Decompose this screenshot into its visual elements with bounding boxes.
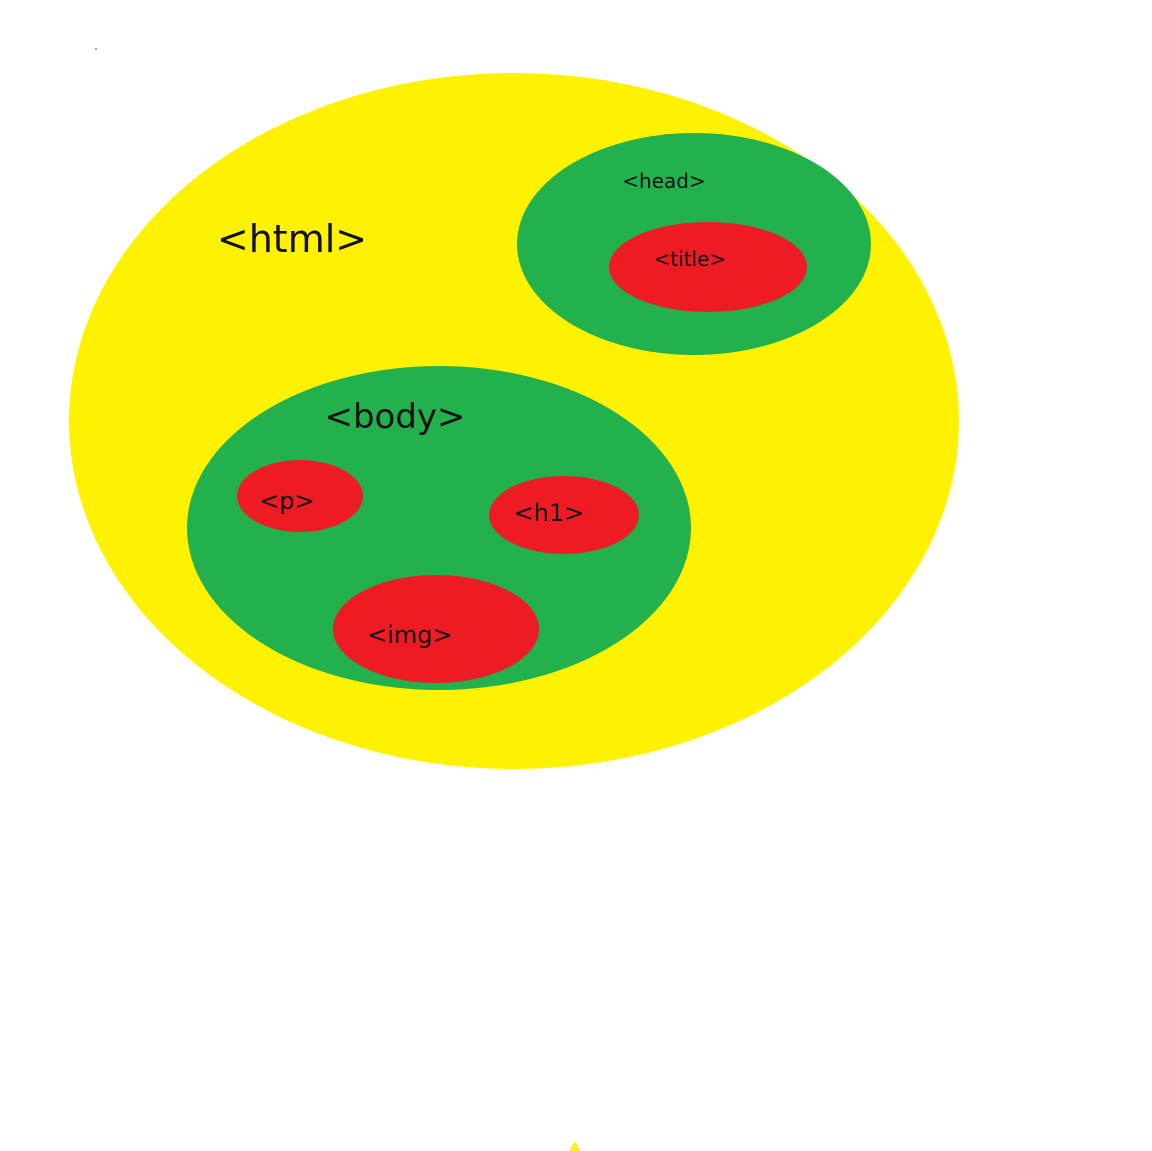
h1-label: <h1> [514,499,585,527]
body-ellipse [187,366,691,690]
yellow-tip [569,1142,581,1151]
p-label: <p> [259,487,314,515]
p-ellipse [237,460,363,532]
img-label: <img> [367,621,453,649]
body-label: <body> [324,397,465,437]
h1-ellipse [489,476,639,554]
stray-dot [95,48,97,50]
img-ellipse [333,575,539,683]
title-ellipse [609,222,807,312]
head-label: <head> [622,169,705,193]
title-label: <title> [654,247,727,271]
html-label: <html> [217,217,367,261]
